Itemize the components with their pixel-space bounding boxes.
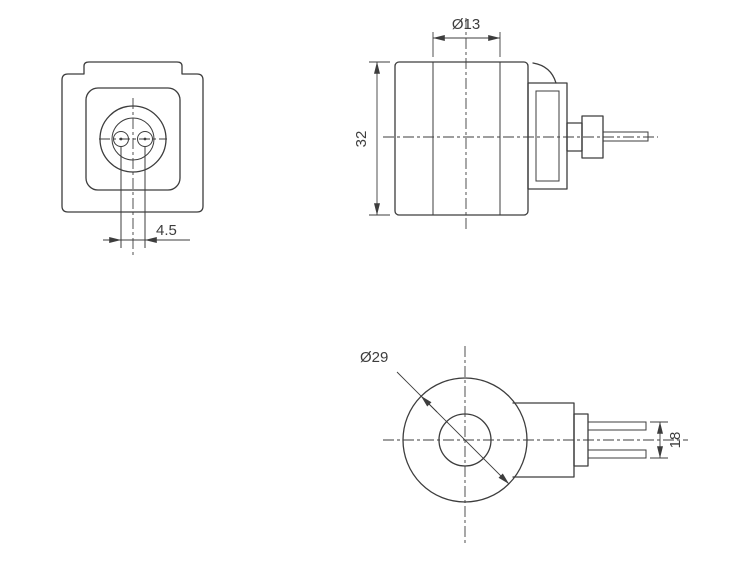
dimension-label-pin-span: 18: [667, 432, 684, 449]
side-connector-outline: [527, 82, 568, 190]
side-top-chamfer: [532, 62, 557, 84]
diameter-leader-line: [396, 371, 510, 485]
bottom-pin-bottom: [587, 449, 647, 459]
bottom-view: Ø29 18: [360, 346, 688, 544]
dimension-inner-diameter: Ø13: [432, 16, 501, 57]
front-view: 4.5: [61, 61, 204, 256]
dimension-pin-span: 18: [650, 421, 684, 459]
side-body-outline: [394, 61, 529, 216]
side-terminal-pin: [602, 131, 649, 142]
dimension-terminal-spacing: 4.5: [103, 222, 190, 243]
front-terminal-right-circle: [137, 131, 153, 147]
side-view: Ø13 32: [353, 16, 658, 232]
dimension-label-outer-diameter: Ø29: [360, 349, 388, 366]
dimension-outer-diameter: Ø29: [360, 349, 510, 485]
dimension-label-terminal-spacing: 4.5: [156, 222, 177, 239]
bottom-pin-top: [587, 421, 647, 431]
front-body-outline: [61, 61, 204, 213]
front-face-plate: [85, 87, 181, 191]
dimension-label-height: 32: [353, 131, 370, 148]
dimension-label-inner-diameter: Ø13: [452, 16, 480, 33]
diameter-arrow-upper: [420, 395, 438, 413]
dimension-height: 32: [353, 61, 390, 216]
side-connector-inner: [535, 90, 560, 182]
